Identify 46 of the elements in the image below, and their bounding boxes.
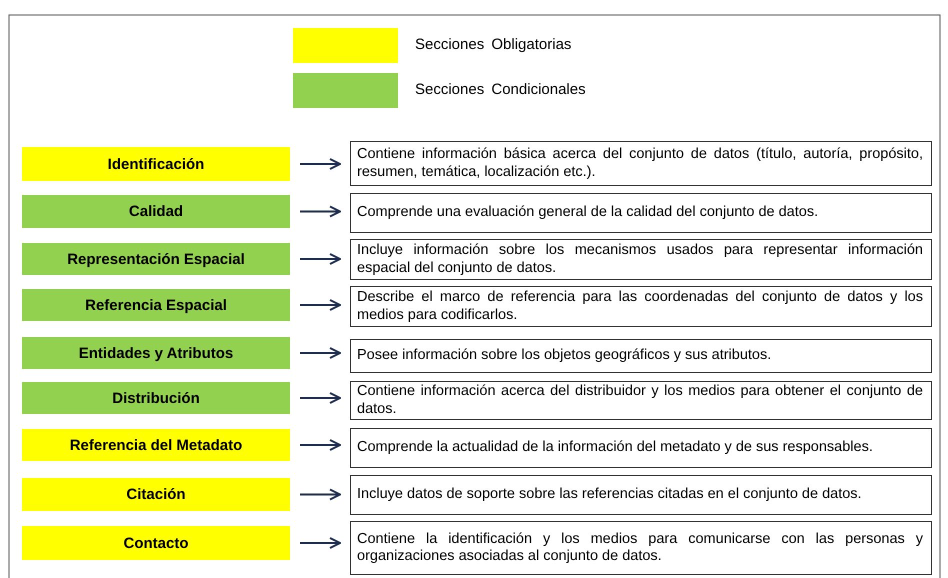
box-text: Representación Espacial bbox=[67, 250, 245, 268]
section-box bbox=[22, 478, 290, 511]
section-box bbox=[22, 243, 290, 275]
box-text: Comprende la actualidad de la información del metadato y de sus responsables. bbox=[357, 439, 874, 457]
legend-text: Secciones Condicionales bbox=[415, 81, 586, 98]
description-box bbox=[350, 475, 932, 515]
arrow bbox=[300, 439, 341, 451]
arrow bbox=[300, 299, 341, 311]
box-text: Describe el marco de referencia para las coordenadas del conjunto de datos y los medios para codificarlos. bbox=[357, 289, 923, 324]
section-box bbox=[22, 147, 290, 181]
arrow bbox=[300, 392, 341, 404]
section-box bbox=[22, 526, 290, 560]
box-text: Distribución bbox=[112, 390, 200, 406]
legend-text: Secciones Obligatorias bbox=[415, 36, 572, 53]
section-box bbox=[22, 429, 290, 461]
arrow bbox=[300, 158, 341, 170]
section-box bbox=[22, 382, 290, 414]
box-text: Calidad bbox=[128, 203, 184, 220]
box-text: Contacto bbox=[124, 534, 188, 552]
arrow bbox=[300, 347, 341, 359]
description-box bbox=[350, 428, 932, 468]
box-text: Referencia del Metadato bbox=[70, 436, 242, 454]
description-box bbox=[350, 141, 932, 186]
box-text: Identificación bbox=[108, 156, 204, 172]
section-box bbox=[22, 289, 290, 321]
section-box bbox=[22, 337, 290, 369]
box-text: Incluye datos de soporte sobre las referencias citadas en el conjunto de datos. bbox=[357, 486, 863, 504]
box-text: Contiene información acerca del distribuidor y los medios para obtener el conjunto de datos. bbox=[357, 383, 923, 418]
box-text: Entidades y Atributos bbox=[78, 344, 234, 362]
arrow bbox=[300, 206, 341, 218]
box-text: Incluye información sobre los mecanismos usados para representar información espacial del conjunto de datos. bbox=[357, 242, 923, 277]
box-text: Contiene información básica acerca del conjunto de datos (título, autoría, propósito, resumen, temática, localización etc.). bbox=[357, 146, 923, 181]
arrow bbox=[300, 253, 341, 265]
box-text: Posee información sobre los objetos geográficos y sus atributos. bbox=[357, 347, 772, 365]
box-text: Comprende una evaluación general de la calidad del conjunto de datos. bbox=[357, 204, 820, 222]
description-box bbox=[350, 193, 932, 233]
section-box bbox=[22, 195, 290, 228]
box-text: Referencia Espacial bbox=[85, 296, 227, 314]
arrow bbox=[300, 537, 341, 549]
description-box bbox=[350, 239, 932, 280]
description-box bbox=[350, 286, 932, 327]
arrow bbox=[300, 488, 341, 500]
description-box bbox=[350, 521, 932, 575]
box-text: Citación bbox=[126, 486, 186, 503]
box-text: Contiene la identificación y los medios para comunicarse con las personas y organizaciones asociadas al conjunto de datos. bbox=[357, 530, 923, 566]
description-box bbox=[350, 339, 932, 373]
